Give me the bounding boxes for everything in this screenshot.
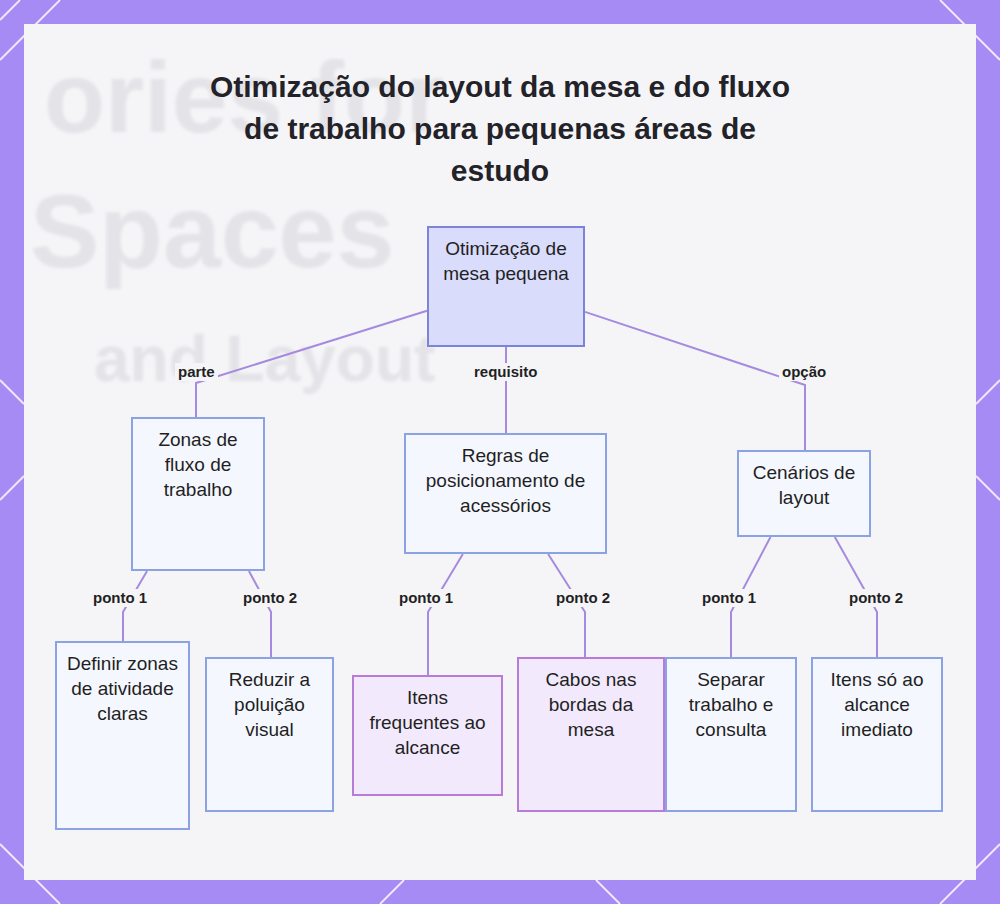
node-text: Definir zonas de atividade claras: [65, 651, 180, 726]
concept-box: Itens só ao alcance imediato: [811, 657, 943, 812]
edge-label: ponto 1: [90, 589, 150, 607]
node-text: Itens frequentes ao alcance: [362, 685, 493, 760]
watermark-text: Spaces: [30, 174, 394, 288]
edge-label: ponto 1: [396, 589, 456, 607]
connector-line: [505, 347, 507, 433]
connector-line: [196, 311, 427, 417]
root-box: Otimização de mesa pequena: [427, 226, 585, 347]
node-text: Reduzir a poluição visual: [215, 667, 324, 742]
edge-label: requisito: [471, 363, 540, 381]
concept-box: Regras de posicionamento de acessórios: [404, 433, 607, 554]
node-text: Zonas de fluxo de trabalho: [141, 427, 255, 502]
concept-box: Reduzir a poluição visual: [205, 657, 334, 812]
concept-box: Itens frequentes ao alcance: [352, 675, 503, 796]
concept-box: Separar trabalho e consulta: [665, 657, 797, 812]
concept-box: Cabos nas bordas da mesa: [517, 657, 665, 812]
node-text: Cabos nas bordas da mesa: [527, 667, 655, 742]
concept-box: Cenários de layout: [737, 450, 871, 537]
watermark-text: and Layout: [94, 324, 435, 394]
connector-line: [585, 312, 805, 450]
node-text: Otimização de mesa pequena: [437, 236, 575, 286]
edge-label: opção: [779, 363, 829, 381]
node-text: Regras de posicionamento de acessórios: [414, 443, 597, 518]
concept-box: Zonas de fluxo de trabalho: [131, 417, 265, 571]
edge-label: ponto 2: [553, 589, 613, 607]
edge-label: ponto 1: [699, 589, 759, 607]
node-text: Itens só ao alcance imediato: [821, 667, 933, 742]
diagram-title: Otimização do layout da mesa e do fluxo …: [200, 66, 800, 192]
node-text: Cenários de layout: [747, 460, 861, 510]
edge-label: parte: [175, 363, 218, 381]
concept-box: Definir zonas de atividade claras: [55, 641, 190, 830]
connector-line: [249, 571, 271, 657]
edge-label: ponto 2: [846, 589, 906, 607]
node-text: Separar trabalho e consulta: [675, 667, 787, 742]
edge-label: ponto 2: [240, 589, 300, 607]
connector-line: [428, 554, 463, 675]
